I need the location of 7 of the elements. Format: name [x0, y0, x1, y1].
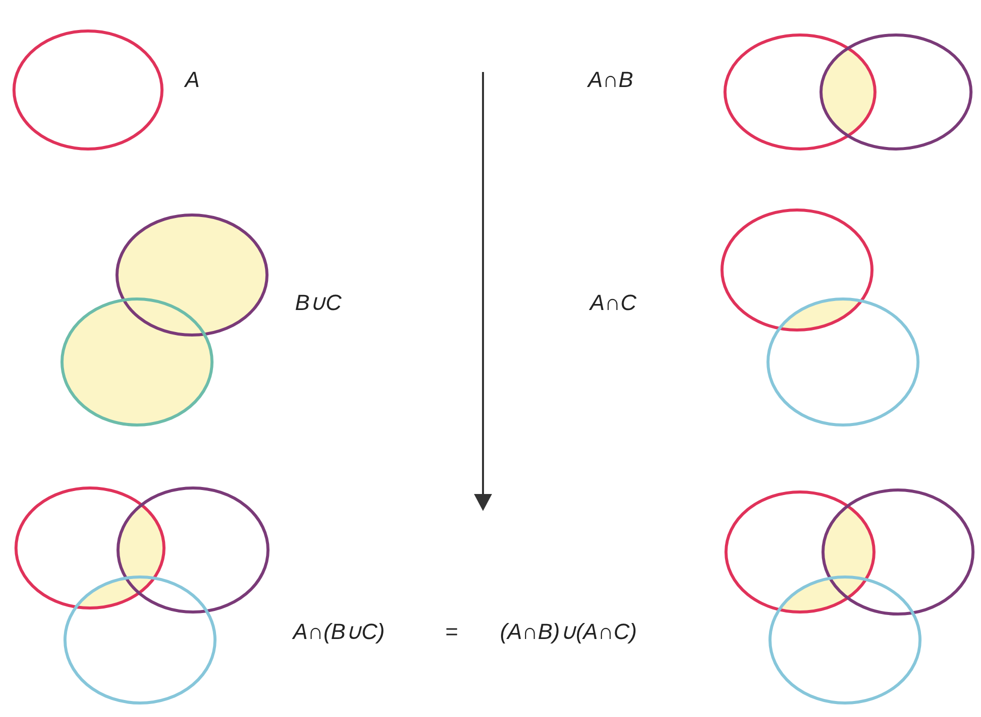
- formula-text: A∩(B∪C): [293, 619, 385, 645]
- formula-text: (A∩B)∪(A∩C): [500, 619, 637, 645]
- set-label: A: [185, 67, 200, 93]
- set-label: B∪C: [295, 290, 342, 316]
- equals-sign: =: [445, 619, 458, 645]
- set-label: A∩C: [590, 290, 636, 316]
- set-label: A∩B: [588, 67, 634, 93]
